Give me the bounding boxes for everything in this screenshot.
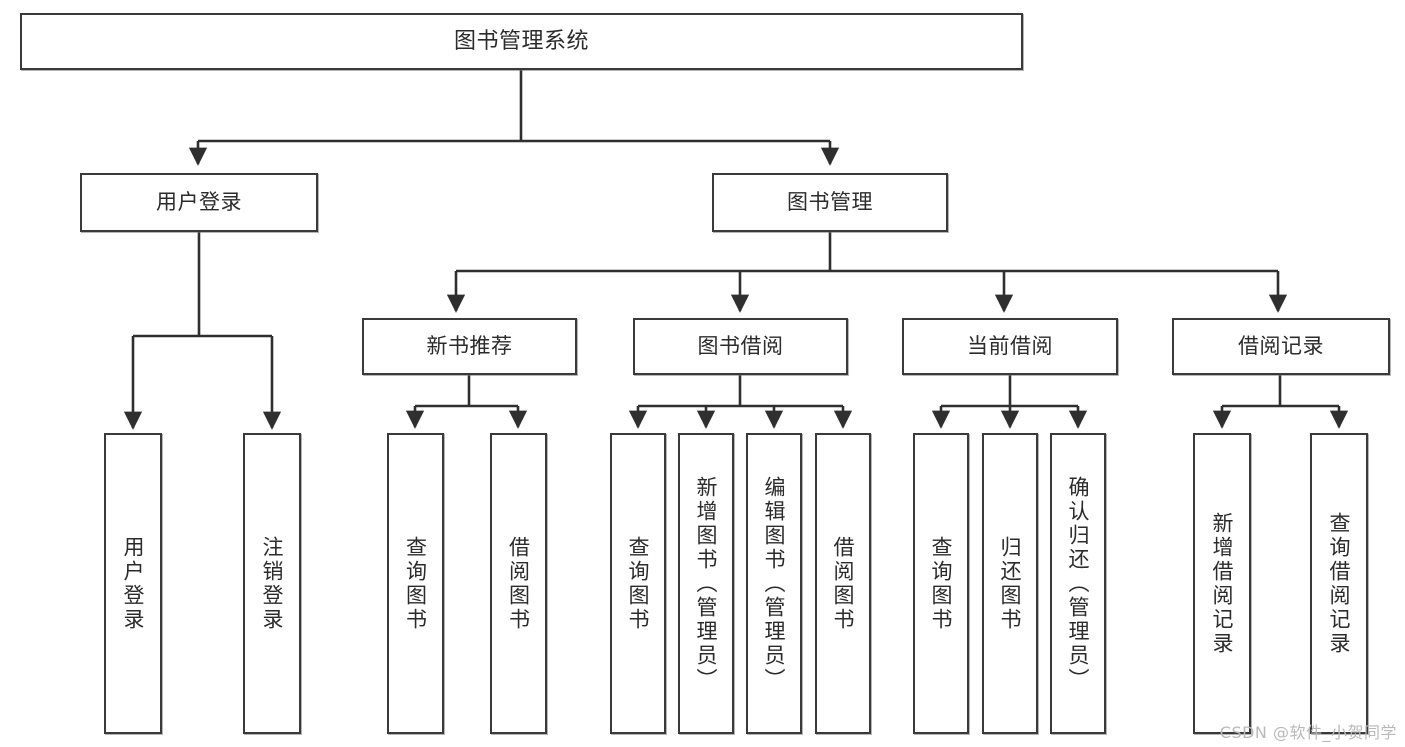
node-current-borrow[interactable]: 当前借阅 <box>902 318 1118 375</box>
leaf-user-login[interactable]: 用户登录 <box>104 433 162 734</box>
leaf-br-add-record[interactable]: 新增借阅记录 <box>1193 433 1251 734</box>
node-user-login-label: 用户登录 <box>156 190 242 215</box>
node-book-management-label: 图书管理 <box>787 190 873 215</box>
leaf-cb-confirm-return[interactable]: 确认归还（管理员） <box>1050 433 1106 734</box>
leaf-br-query-record-label: 查询借阅记录 <box>1327 511 1352 656</box>
leaf-nb-borrow-book[interactable]: 借阅图书 <box>490 433 547 734</box>
node-borrow-record[interactable]: 借阅记录 <box>1172 318 1390 375</box>
node-current-borrow-label: 当前借阅 <box>967 334 1053 359</box>
node-new-book-recommend-label: 新书推荐 <box>426 334 513 359</box>
node-root-system[interactable]: 图书管理系统 <box>20 13 1023 70</box>
node-root-system-label: 图书管理系统 <box>453 28 589 54</box>
leaf-cb-return-book[interactable]: 归还图书 <box>982 433 1038 734</box>
node-book-borrow-label: 图书借阅 <box>697 334 784 359</box>
leaf-nb-query-book-label: 查询图书 <box>403 535 428 632</box>
leaf-bb-borrow-book-label: 借阅图书 <box>831 535 856 632</box>
leaf-nb-borrow-book-label: 借阅图书 <box>506 535 531 632</box>
leaf-nb-query-book[interactable]: 查询图书 <box>387 433 444 734</box>
leaf-cb-query-book[interactable]: 查询图书 <box>913 433 969 734</box>
leaf-br-add-record-label: 新增借阅记录 <box>1210 511 1235 656</box>
leaf-bb-add-book[interactable]: 新增图书（管理员） <box>678 433 734 734</box>
node-borrow-record-label: 借阅记录 <box>1238 334 1324 359</box>
leaf-bb-edit-book-label: 编辑图书（管理员） <box>762 475 787 692</box>
leaf-user-login-label: 用户登录 <box>121 535 146 632</box>
leaf-br-query-record[interactable]: 查询借阅记录 <box>1310 433 1368 734</box>
leaf-bb-add-book-label: 新增图书（管理员） <box>694 475 719 692</box>
node-new-book-recommend[interactable]: 新书推荐 <box>362 318 577 375</box>
leaf-cb-query-book-label: 查询图书 <box>929 535 954 632</box>
leaf-bb-edit-book[interactable]: 编辑图书（管理员） <box>746 433 802 734</box>
leaf-bb-borrow-book[interactable]: 借阅图书 <box>815 433 871 734</box>
leaf-cb-return-book-label: 归还图书 <box>998 535 1023 632</box>
leaf-cb-confirm-return-label: 确认归还（管理员） <box>1066 475 1091 692</box>
leaf-bb-query-book-label: 查询图书 <box>626 535 651 632</box>
node-user-login[interactable]: 用户登录 <box>80 173 318 232</box>
node-book-management[interactable]: 图书管理 <box>712 173 948 232</box>
leaf-logout-label: 注销登录 <box>260 535 285 632</box>
leaf-logout[interactable]: 注销登录 <box>243 433 301 734</box>
leaf-bb-query-book[interactable]: 查询图书 <box>610 433 666 734</box>
node-book-borrow[interactable]: 图书借阅 <box>633 318 848 375</box>
